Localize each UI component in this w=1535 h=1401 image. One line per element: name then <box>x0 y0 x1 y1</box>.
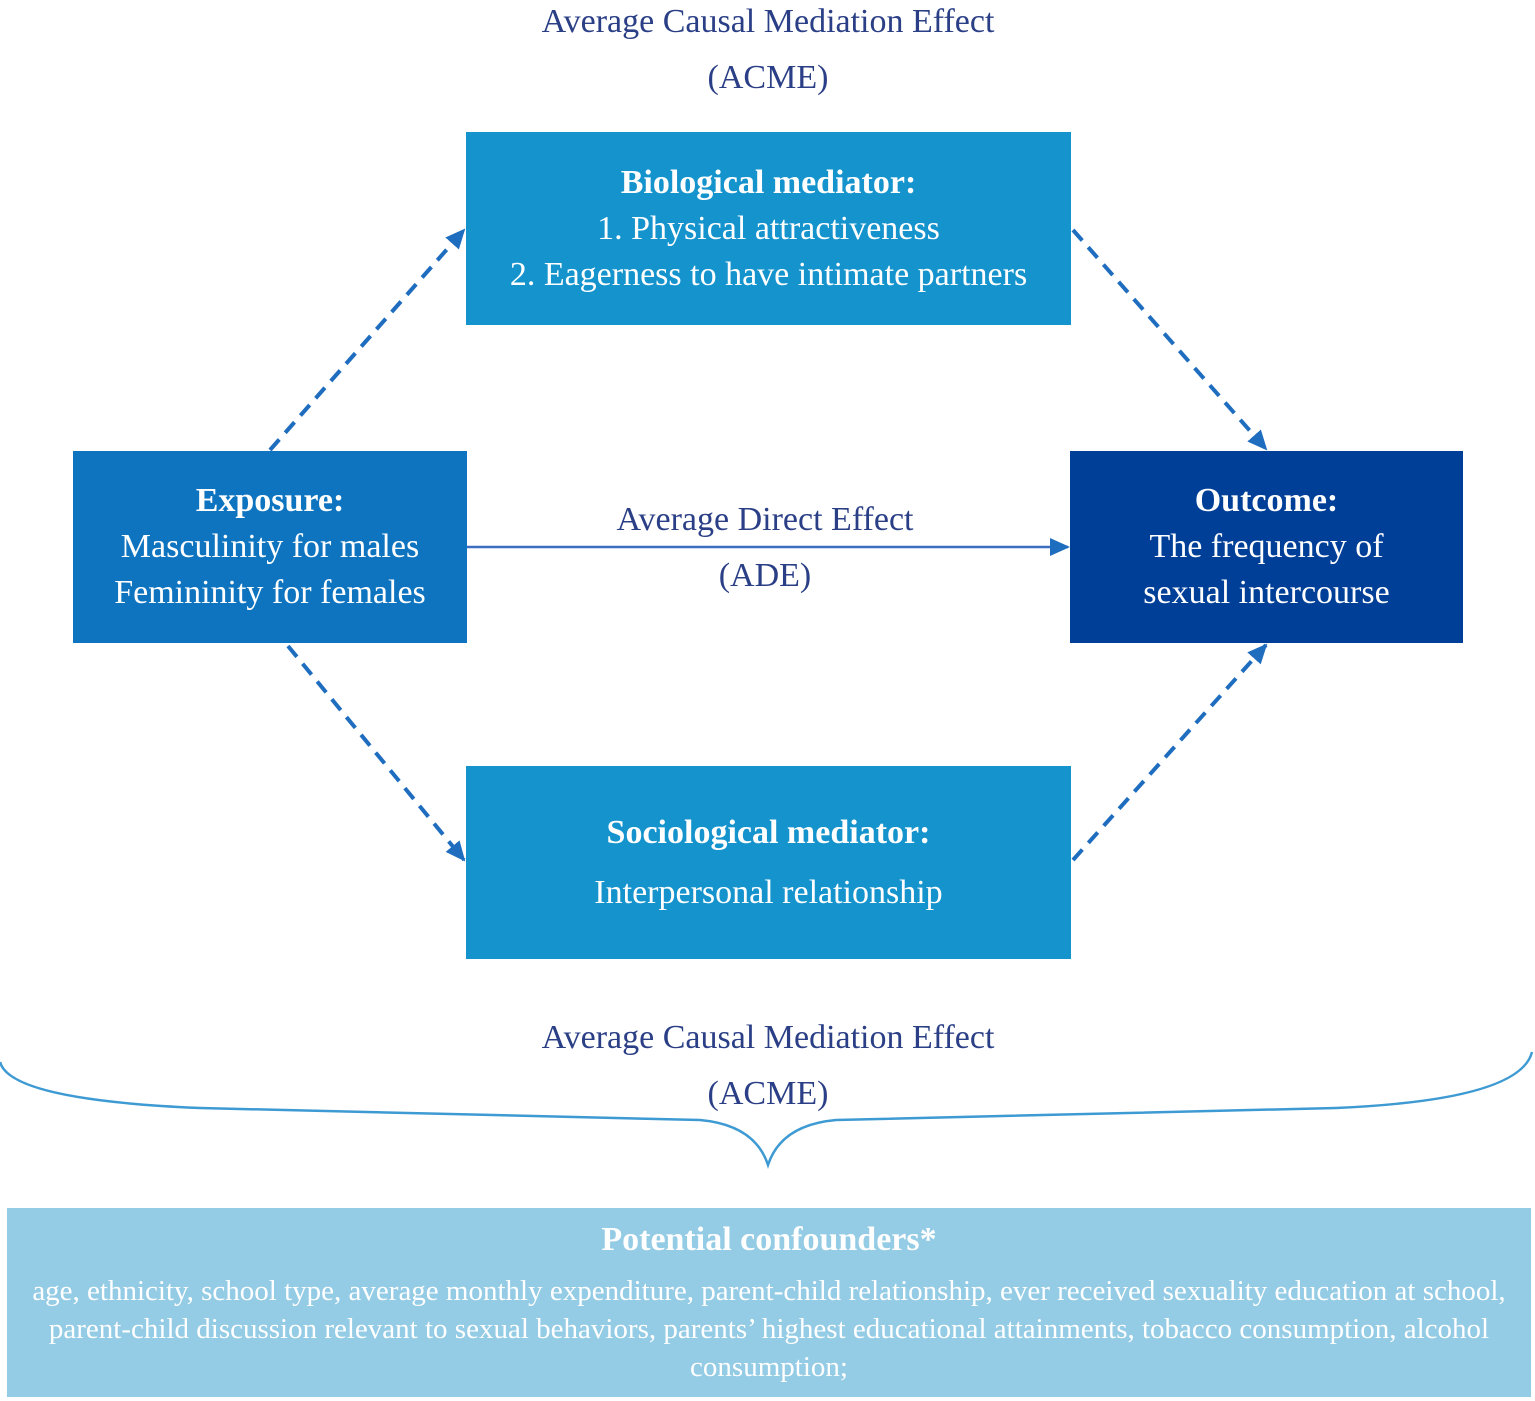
exposure-title: Exposure: <box>195 482 345 519</box>
biological-mediator-title: Biological mediator: <box>620 163 917 201</box>
exposure-box: Exposure: Masculinity for males Feminini… <box>73 451 467 643</box>
bottom-acme-line2: (ACME) <box>707 1075 829 1112</box>
outcome-title: Outcome: <box>1194 482 1339 519</box>
direct-effect-label: Average Direct Effect (ADE) <box>515 492 1015 604</box>
arrow-exposure-to-biological <box>268 228 466 452</box>
sociological-mediator-item-1: Interpersonal relationship <box>594 873 943 911</box>
confounders-box: Potential confounders* age, ethnicity, s… <box>7 1208 1531 1397</box>
arrow-exposure-to-sociological <box>286 644 466 862</box>
arrow-sociological-to-outcome <box>1071 643 1268 862</box>
bottom-acme-line1: Average Causal Mediation Effect <box>541 1019 995 1056</box>
biological-mediator-item-2: 2. Eagerness to have intimate partners <box>509 255 1028 293</box>
sociological-mediator-title: Sociological mediator: <box>606 813 931 851</box>
direct-effect-line2: (ADE) <box>718 557 812 594</box>
biological-mediator-box: Biological mediator: 1. Physical attract… <box>466 132 1071 325</box>
biological-mediator-item-1: 1. Physical attractiveness <box>597 209 940 247</box>
confounders-title: Potential confounders* <box>601 1221 937 1258</box>
exposure-line-2: Femininity for females <box>114 574 426 611</box>
exposure-line-1: Masculinity for males <box>120 528 420 565</box>
outcome-box: Outcome: The frequency of sexual interco… <box>1070 451 1463 643</box>
bottom-acme-label: Average Causal Mediation Effect (ACME) <box>468 1010 1068 1122</box>
top-acme-line2: (ACME) <box>707 59 829 96</box>
top-acme-label: Average Causal Mediation Effect (ACME) <box>468 0 1068 106</box>
direct-effect-line1: Average Direct Effect <box>616 501 914 538</box>
sociological-mediator-box: Sociological mediator: Interpersonal rel… <box>466 766 1071 959</box>
arrow-biological-to-outcome <box>1071 228 1268 451</box>
confounders-list: age, ethnicity, school type, average mon… <box>32 1275 1506 1383</box>
outcome-line-1: The frequency of <box>1149 528 1384 565</box>
outcome-line-2: sexual intercourse <box>1143 574 1390 611</box>
confounders-brace <box>0 1051 1534 1170</box>
top-acme-line1: Average Causal Mediation Effect <box>541 3 995 40</box>
